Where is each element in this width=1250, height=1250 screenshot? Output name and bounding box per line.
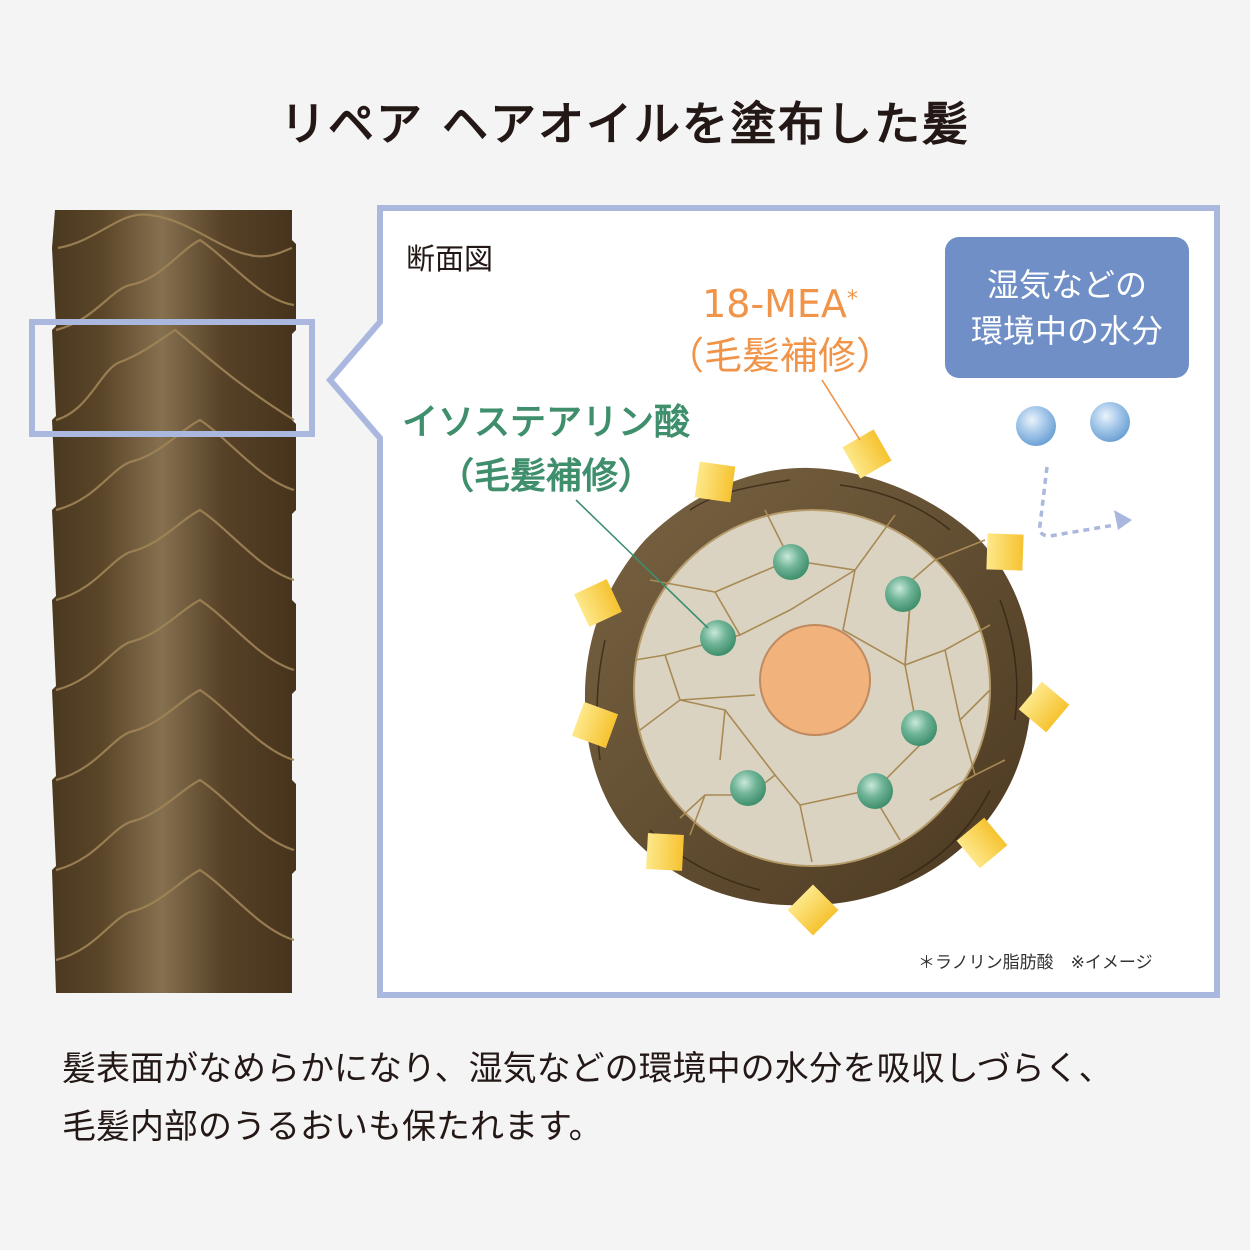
moisture-line2: 環境中の水分	[970, 311, 1163, 350]
zoom-highlight-frame	[29, 319, 315, 437]
moisture-droplets	[1016, 402, 1130, 446]
mea-leader-line	[821, 379, 861, 441]
medulla	[759, 624, 871, 736]
moisture-label-box: 湿気などの 環境中の水分	[945, 237, 1189, 378]
footnote: ＊ラノリン脂肪酸 ※イメージ	[918, 953, 1153, 973]
description-line2: 毛髪内部のうるおいも保たれます。	[62, 1107, 603, 1147]
mea-effect: （毛髪補修）	[665, 334, 894, 378]
iso-leader-line	[575, 499, 709, 629]
description: 髪表面がなめらかになり、湿気などの環境中の水分を吸収しづらく、 毛髪内部のうるお…	[62, 1040, 1232, 1156]
moisture-line1: 湿気などの	[986, 265, 1147, 304]
arrow-head-icon	[1114, 510, 1132, 530]
cross-section-label: 断面図	[406, 242, 494, 276]
isostearic-label: イソステアリン酸 （毛髪補修）	[396, 396, 696, 504]
description-line1: 髪表面がなめらかになり、湿気などの環境中の水分を吸収しづらく、	[62, 1049, 1113, 1089]
hair-strand	[52, 210, 296, 993]
cross-section-panel	[326, 205, 1220, 998]
hair-strand-illustration	[29, 210, 315, 993]
isostearic-effect: （毛髪補修）	[437, 456, 654, 497]
isostearic-name: イソステアリン酸	[401, 402, 690, 443]
diagram-title: リペア ヘアオイルを塗布した髪	[279, 97, 970, 151]
isostearic-acid-molecules	[700, 544, 937, 809]
mea-name: 18-MEA	[702, 282, 847, 326]
mea-label: 18-MEA* （毛髪補修）	[660, 278, 900, 382]
mea-molecules	[571, 429, 1070, 936]
mea-asterisk: *	[846, 287, 858, 312]
repel-arrow	[1037, 466, 1116, 538]
